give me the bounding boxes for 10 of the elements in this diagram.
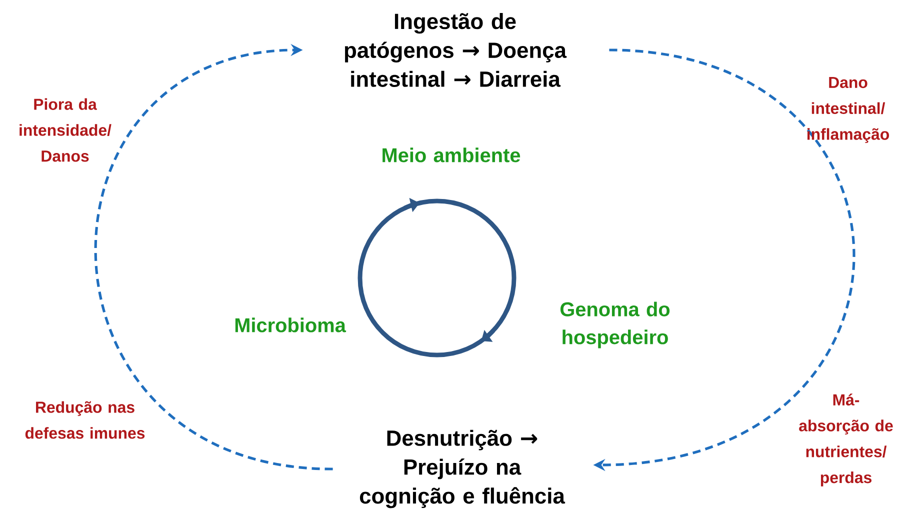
dashed-arrow (94, 44, 333, 470)
cause-label: Má-absorção de nutrientes/ perdas (799, 394, 893, 486)
cause-label: Piora da intensidade/ Danos (20, 98, 112, 162)
cause-label: Redução nas defesas imunes (25, 401, 145, 439)
outcome-text: Desnutrição → Prejuízo na cognição e fluência (360, 430, 566, 508)
outcome-text: Ingestão de patógenos → Doença intestinal → Diarreia (344, 13, 567, 87)
factor-label: Meio ambiente (382, 148, 520, 162)
cause-label: Dano intestinal/ inflamação (807, 76, 889, 144)
factor-label: Genoma do hospedeiro (560, 302, 670, 348)
factor-label: Microbioma (235, 318, 346, 332)
